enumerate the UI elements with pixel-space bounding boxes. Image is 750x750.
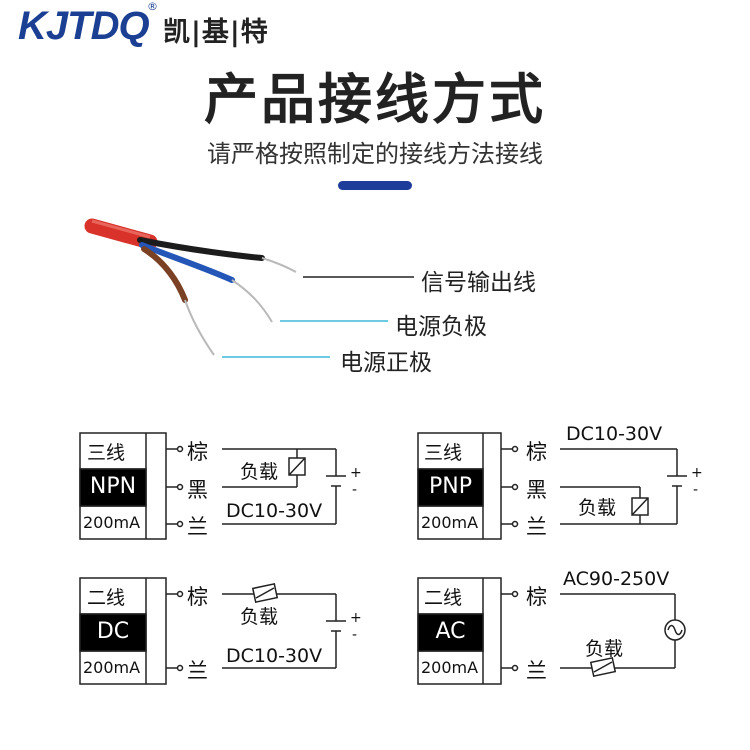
callout-signal-output: 信号输出线 — [421, 270, 536, 296]
ac-voltage: AC90-250V — [563, 568, 670, 590]
ac-schematic — [417, 577, 686, 685]
dc-current: 200mA — [83, 658, 141, 677]
npn-voltage: DC10-30V — [226, 500, 323, 522]
brand-logo: KJTDQ — [18, 4, 150, 48]
npn-minus-sign: - — [352, 482, 358, 498]
dc-type-label: DC — [96, 619, 130, 644]
pnp-schematic — [417, 432, 687, 540]
npn-plus-sign: + — [350, 465, 362, 481]
dc-minus-sign: - — [352, 627, 358, 643]
title-accent-bar — [338, 181, 412, 190]
dc-wire-count: 二线 — [87, 587, 126, 609]
registered-mark: ® — [147, 0, 158, 13]
page-title: 产品接线方式 — [204, 68, 546, 131]
ac-wire-count: 二线 — [424, 587, 463, 609]
pnp-minus-sign: - — [693, 482, 699, 498]
pnp-current: 200mA — [421, 513, 479, 532]
callout-power-negative: 电源负极 — [395, 314, 487, 340]
blue-wire — [139, 242, 235, 283]
ac-terminal-blue: 兰 — [526, 659, 547, 683]
pnp-type-label: PNP — [429, 474, 472, 499]
dc-schematic — [79, 577, 346, 685]
pnp-wire-count: 三线 — [424, 442, 463, 464]
pnp-voltage: DC10-30V — [566, 423, 663, 445]
brand-name: 凯|基|特 — [163, 17, 269, 48]
npn-type-label: NPN — [89, 474, 137, 499]
pnp-terminal-brown: 棕 — [526, 440, 547, 464]
npn-wire-count: 三线 — [87, 442, 126, 464]
pnp-plus-sign: + — [691, 465, 703, 481]
callout-power-positive: 电源正极 — [340, 350, 432, 376]
ac-load-label: 负载 — [585, 638, 624, 660]
dc-terminal-blue: 兰 — [187, 659, 208, 683]
npn-current: 200mA — [83, 513, 141, 532]
dc-load-label: 负载 — [240, 606, 279, 628]
dc-plus-sign: + — [350, 610, 362, 626]
pnp-terminal-blue: 兰 — [526, 515, 547, 539]
dc-voltage: DC10-30V — [226, 645, 323, 667]
ac-type-label: AC — [435, 619, 466, 644]
npn-terminal-blue: 兰 — [187, 515, 208, 539]
ac-terminal-brown: 棕 — [526, 585, 547, 609]
npn-terminal-black: 黑 — [187, 478, 208, 502]
npn-terminal-brown: 棕 — [187, 440, 208, 464]
ac-current: 200mA — [421, 658, 479, 677]
pnp-load-label: 负载 — [578, 497, 617, 519]
page-subtitle: 请严格按照制定的接线方法接线 — [207, 140, 543, 168]
black-wire — [137, 237, 265, 261]
pnp-terminal-black: 黑 — [526, 478, 547, 502]
brown-wire — [141, 246, 188, 303]
npn-load-label: 负载 — [240, 461, 279, 483]
npn-schematic — [79, 432, 346, 540]
dc-terminal-brown: 棕 — [187, 585, 208, 609]
